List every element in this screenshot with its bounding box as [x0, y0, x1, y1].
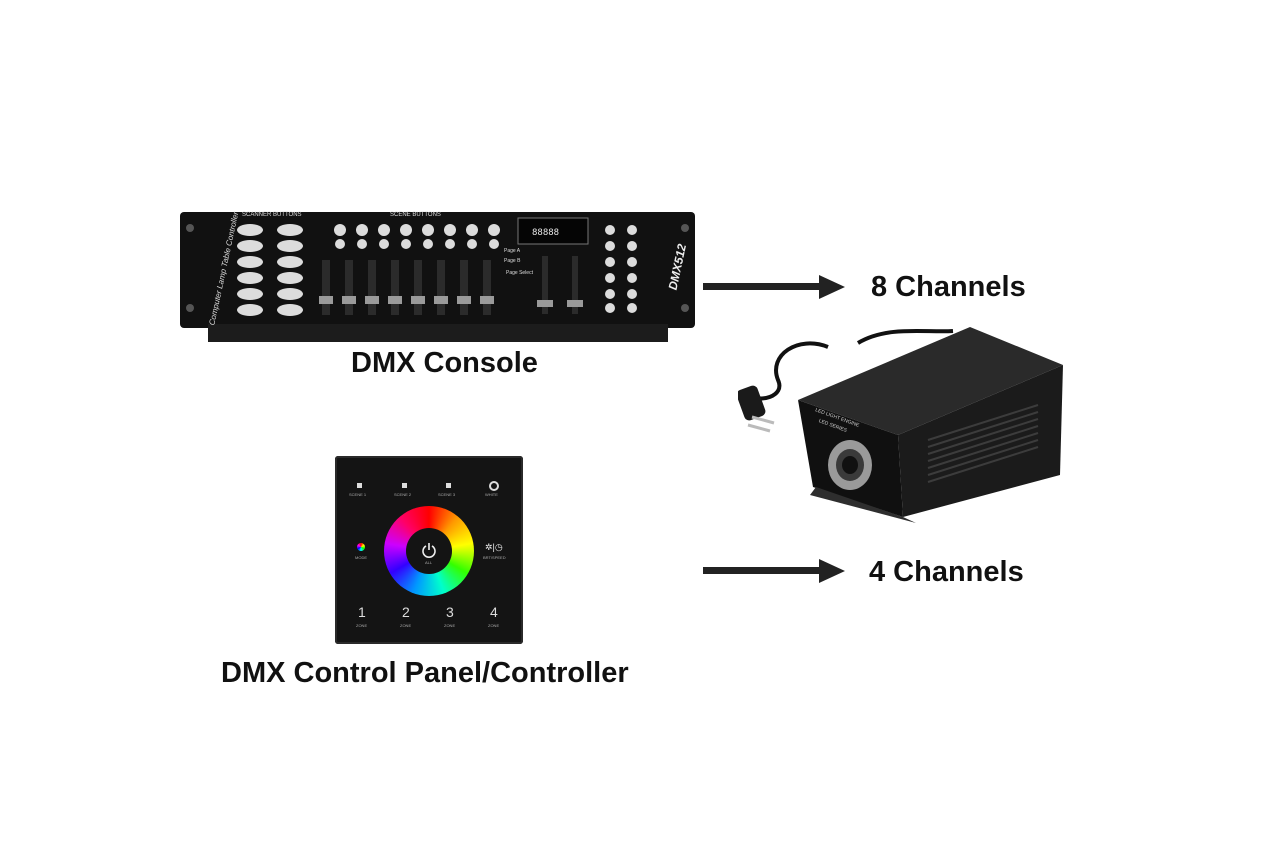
power-icon[interactable] — [421, 542, 437, 558]
white-label: WHITE — [485, 492, 498, 497]
all-label: ALL — [425, 560, 433, 565]
arrow-top — [703, 275, 845, 299]
scene-2-indicator-icon[interactable] — [402, 483, 407, 488]
scene-1-indicator-icon[interactable] — [357, 483, 362, 488]
scene-2-label: SCENE 2 — [394, 492, 412, 497]
led-projector-device: LED LIGHT ENGINE LED SERIES — [736, 325, 1068, 525]
zone-1-number[interactable]: 1 — [358, 604, 366, 620]
dmx-control-panel-caption: DMX Control Panel/Controller — [221, 657, 629, 689]
zone-4-label: ZONE — [488, 623, 500, 628]
console-page-b: Page B — [504, 258, 521, 264]
zone-3-number[interactable]: 3 — [446, 604, 454, 620]
zone-4-number[interactable]: 4 — [490, 604, 498, 620]
white-ring-icon[interactable] — [489, 481, 499, 491]
zone-1-label: ZONE — [356, 623, 368, 628]
zone-2-number[interactable]: 2 — [402, 604, 410, 620]
mode-color-icon[interactable] — [357, 543, 365, 551]
channels-bottom-label: 4 Channels — [869, 556, 1024, 588]
mode-label: MODE — [355, 555, 367, 560]
console-page-select: Page Select — [506, 270, 533, 276]
color-wheel[interactable] — [384, 506, 474, 596]
dmx-console-illustration — [180, 212, 695, 342]
dmx-control-panel-device: SCENE 1 SCENE 2 SCENE 3 WHITE ALL MODE ✲… — [335, 456, 523, 644]
console-scanner-header: SCANNER BUTTONS — [242, 212, 302, 218]
scene-3-indicator-icon[interactable] — [446, 483, 451, 488]
console-page-a: Page A — [504, 248, 521, 254]
scene-1-label: SCENE 1 — [349, 492, 367, 497]
console-display: 88888 — [532, 228, 560, 238]
brightness-speed-icon[interactable]: ✲|◷ — [485, 542, 503, 552]
zone-3-label: ZONE — [444, 623, 456, 628]
brightness-speed-label: BRT/SPEED — [483, 555, 506, 560]
zone-2-label: ZONE — [400, 623, 412, 628]
scene-3-label: SCENE 3 — [438, 492, 456, 497]
dmx-console-caption: DMX Console — [351, 347, 538, 379]
channels-top-label: 8 Channels — [871, 271, 1026, 303]
console-scene-header: SCENE BUTTONS — [390, 212, 441, 218]
arrow-bottom — [703, 559, 845, 583]
led-projector-illustration — [736, 327, 1063, 523]
dmx-console-device: SCANNER BUTTONS SCENE BUTTONS 88888 Page… — [180, 208, 695, 343]
